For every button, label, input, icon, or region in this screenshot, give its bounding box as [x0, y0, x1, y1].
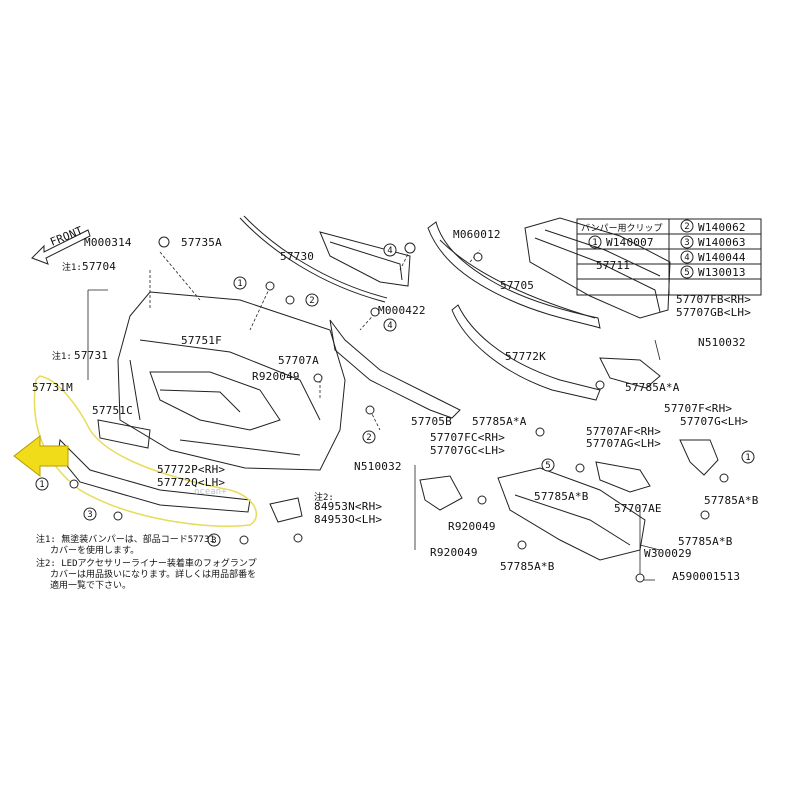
bracket-57707f: [679, 439, 719, 476]
label-p39: R920049: [430, 546, 478, 559]
bracket-57707af: [595, 461, 651, 493]
label-p29: 57772Q<LH>: [157, 476, 225, 489]
fasteners: [69, 236, 729, 583]
label-p19: 57707FB<RH>: [676, 293, 751, 306]
label-p20: 57707GB<LH>: [676, 306, 751, 319]
label-p4: M060012: [453, 228, 501, 241]
clip-num-2: 2: [684, 222, 689, 232]
label-p22: 57707F<RH>: [664, 402, 732, 415]
label-p30: N510032: [354, 460, 402, 473]
label-p18: 57785A*A: [625, 381, 680, 394]
label-p14: 57751C: [92, 404, 133, 417]
clip-num-4: 4: [684, 253, 689, 263]
front-arrow: FRONT: [31, 224, 91, 265]
label-p28: 57772P<RH>: [157, 463, 225, 476]
footnote-5: 適用一覧で下さい。: [50, 579, 131, 591]
fog-cover: [269, 497, 303, 523]
footnote-3: 注2: LEDアクセサリーライナー装着車のフォグランプ: [36, 557, 257, 569]
lower-beam-57705b: [329, 319, 461, 419]
highlight-outline: [33, 375, 258, 527]
footnote-1: 注1: 無塗装バンパーは、部品コード57731: [36, 533, 215, 545]
label-p26: 57707AF<RH>: [586, 425, 661, 438]
label-p27: 57707AG<LH>: [586, 437, 661, 450]
svg-text:1: 1: [745, 453, 750, 463]
label-p1: M000314: [84, 236, 132, 249]
label-p24: 57707FC<RH>: [430, 431, 505, 444]
watermark: ocean+: [194, 487, 227, 497]
svg-text:3: 3: [211, 536, 216, 546]
label-p8: M000422: [378, 304, 426, 317]
footnote-2: カバーを使用します。: [50, 544, 139, 556]
note-prefix-2: 注2:: [314, 491, 334, 503]
label-p15: 57772K: [505, 350, 546, 363]
label-p3: 57730: [280, 250, 314, 263]
side-bracket-57772k: [451, 304, 601, 401]
label-p13: 57731M: [32, 381, 73, 394]
label-p5: 57711: [596, 259, 630, 272]
label-p6: 57704: [82, 260, 116, 273]
footnotes: 注1: 無塗装バンパーは、部品コード57731 カバーを使用します。 注2: L…: [36, 533, 257, 591]
upper-bracket: [319, 231, 411, 287]
label-p23: 57707G<LH>: [680, 415, 748, 428]
label-p21: N510032: [698, 336, 746, 349]
label-p31: 84953N<RH>: [314, 500, 382, 513]
label-p32: 84953O<LH>: [314, 513, 382, 526]
highlight-arrow: [13, 434, 69, 478]
grille-insert-57751c: [97, 419, 151, 449]
absorber: [427, 221, 601, 329]
leader-lines: [87, 249, 661, 581]
part-labels: M000314 57735A 57730 M060012 57711 注1: 5…: [32, 228, 759, 583]
reinforcement-beam: [524, 217, 671, 319]
clip-num-1: 1: [592, 238, 597, 248]
clip-code-1: W140007: [606, 236, 654, 249]
label-p16: 57705B: [411, 415, 452, 428]
label-p40: 57785A*B: [500, 560, 555, 573]
clip-code-2: W140062: [698, 221, 746, 234]
clip-num-3: 3: [684, 238, 689, 248]
svg-text:3: 3: [87, 510, 92, 520]
clip-num-5: 5: [684, 268, 689, 278]
footnote-4: カバーは用品扱いになります。詳しくは用品部番を: [50, 568, 256, 580]
clip-code-3: W140063: [698, 236, 746, 249]
label-p37: 57785A*B: [678, 535, 733, 548]
label-p12: R920049: [252, 370, 300, 383]
label-p9: 57751F: [181, 334, 222, 347]
label-p36: 57785A*B: [704, 494, 759, 507]
label-p38: W300029: [644, 547, 692, 560]
clip-code-4: W140044: [698, 251, 746, 264]
diagram-code: A590001513: [672, 570, 740, 583]
front-label: FRONT: [48, 224, 85, 249]
clip-table-header: バンパー用クリップ: [581, 223, 662, 234]
svg-text:1: 1: [237, 279, 242, 289]
bracket-57707fb: [599, 357, 661, 389]
label-p34: 57785A*B: [534, 490, 589, 503]
svg-text:4: 4: [387, 246, 392, 256]
label-p25: 57707GC<LH>: [430, 444, 505, 457]
label-p17: 57785A*A: [472, 415, 527, 428]
strip-57735a: [239, 215, 388, 303]
label-p11: 57731: [74, 349, 108, 362]
svg-text:4: 4: [387, 321, 392, 331]
svg-text:2: 2: [366, 433, 371, 443]
svg-text:5: 5: [545, 461, 550, 471]
note-prefix-1: 注1:: [62, 261, 82, 273]
svg-text:2: 2: [309, 296, 314, 306]
clip-code-5: W130013: [698, 266, 746, 279]
clip-table: バンパー用クリップ 2 W140062 1 W140007 3 W140063 …: [576, 218, 762, 296]
svg-text:1: 1: [39, 480, 44, 490]
label-p10: 57707A: [278, 354, 319, 367]
note-prefix-1b: 注1:: [52, 350, 72, 362]
label-p35: 57707AE: [614, 502, 662, 515]
callouts: 1 2 4 4 2 1 3 3 5 1: [35, 243, 755, 547]
bracket-57707fc: [419, 475, 463, 511]
label-p2: 57735A: [181, 236, 222, 249]
label-p7: 57705: [500, 279, 534, 292]
bumper-face: [117, 291, 346, 471]
label-p33: R920049: [448, 520, 496, 533]
